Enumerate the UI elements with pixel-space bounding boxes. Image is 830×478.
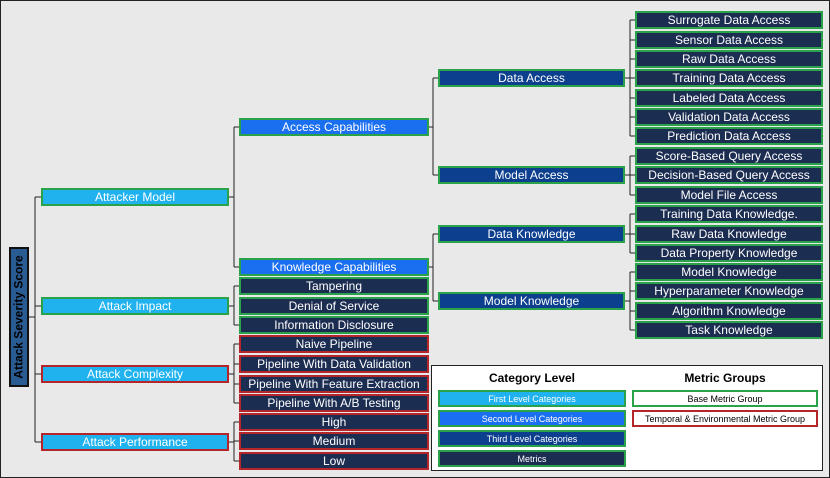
connector-model-knowledge-metrics [625, 271, 635, 331]
node-knowledge-capabilities: Knowledge Capabilities [239, 258, 429, 276]
legend-base-metric-group: Base Metric Group [632, 390, 818, 407]
metric-task-knowledge: Task Knowledge [635, 321, 823, 339]
metric-score-based-query-access: Score-Based Query Access [635, 147, 823, 165]
metric-data-property-knowledge: Data Property Knowledge [635, 244, 823, 262]
node-model-knowledge: Model Knowledge [438, 292, 625, 310]
metric-algorithm-knowledge: Algorithm Knowledge [635, 302, 823, 320]
node-attack-impact: Attack Impact [41, 297, 229, 315]
metric-tampering: Tampering [239, 277, 429, 295]
metric-decision-based-query-access: Decision-Based Query Access [635, 166, 823, 184]
legend-metrics: Metrics [438, 450, 626, 467]
connector-attacker-l2 [229, 126, 239, 268]
node-attacker-model: Attacker Model [41, 188, 229, 206]
node-access-capabilities: Access Capabilities [239, 118, 429, 136]
metric-information-disclosure: Information Disclosure [239, 316, 429, 334]
metric-low: Low [239, 452, 429, 470]
metric-sensor-data-access: Sensor Data Access [635, 31, 823, 49]
metric-raw-data-knowledge: Raw Data Knowledge [635, 225, 823, 243]
connector-root-l1 [29, 196, 41, 443]
metric-pipeline-with-feature-extraction: Pipeline With Feature Extraction [239, 375, 429, 393]
legend-second-level: Second Level Categories [438, 410, 626, 427]
metric-model-knowledge: Model Knowledge [635, 263, 823, 281]
metric-pipeline-with-ab-testing: Pipeline With A/B Testing [239, 394, 429, 412]
metric-labeled-data-access: Labeled Data Access [635, 89, 823, 107]
legend: Category Level Metric Groups First Level… [431, 365, 823, 471]
connector-complexity-metrics [229, 343, 239, 404]
metric-surrogate-data-access: Surrogate Data Access [635, 11, 823, 29]
metric-high: High [239, 413, 429, 431]
connector-impact-metrics [229, 285, 239, 326]
metric-validation-data-access: Validation Data Access [635, 108, 823, 126]
metric-hyperparameter-knowledge: Hyperparameter Knowledge [635, 282, 823, 300]
metric-prediction-data-access: Prediction Data Access [635, 127, 823, 145]
legend-third-level: Third Level Categories [438, 430, 626, 447]
legend-category-title: Category Level [488, 371, 576, 385]
metric-training-data-knowledge: Training Data Knowledge. [635, 205, 823, 223]
metric-raw-data-access: Raw Data Access [635, 50, 823, 68]
connector-data-access-metrics [625, 19, 635, 137]
node-model-access: Model Access [438, 166, 625, 184]
connector-access-l3 [429, 77, 438, 176]
metric-model-file-access: Model File Access [635, 186, 823, 204]
root-attack-severity-score: Attack Severity Score [9, 247, 29, 387]
node-attack-complexity: Attack Complexity [41, 365, 229, 383]
root-label: Attack Severity Score [12, 255, 26, 379]
node-data-knowledge: Data Knowledge [438, 225, 625, 243]
legend-first-level: First Level Categories [438, 390, 626, 407]
node-attack-performance: Attack Performance [41, 433, 229, 451]
legend-temporal-metric-group: Temporal & Environmental Metric Group [632, 410, 818, 427]
connector-model-access-metrics [625, 155, 635, 196]
node-data-access: Data Access [438, 69, 625, 87]
connector-knowledge-l3 [429, 233, 438, 302]
metric-naive-pipeline: Naive Pipeline [239, 335, 429, 353]
metric-denial-of-service: Denial of Service [239, 297, 429, 315]
connector-performance-metrics [229, 421, 239, 462]
metric-pipeline-with-data-validation: Pipeline With Data Validation [239, 355, 429, 373]
connector-data-knowledge-metrics [625, 213, 635, 254]
metric-training-data-access: Training Data Access [635, 69, 823, 87]
metric-medium: Medium [239, 432, 429, 450]
legend-groups-title: Metric Groups [684, 371, 766, 385]
